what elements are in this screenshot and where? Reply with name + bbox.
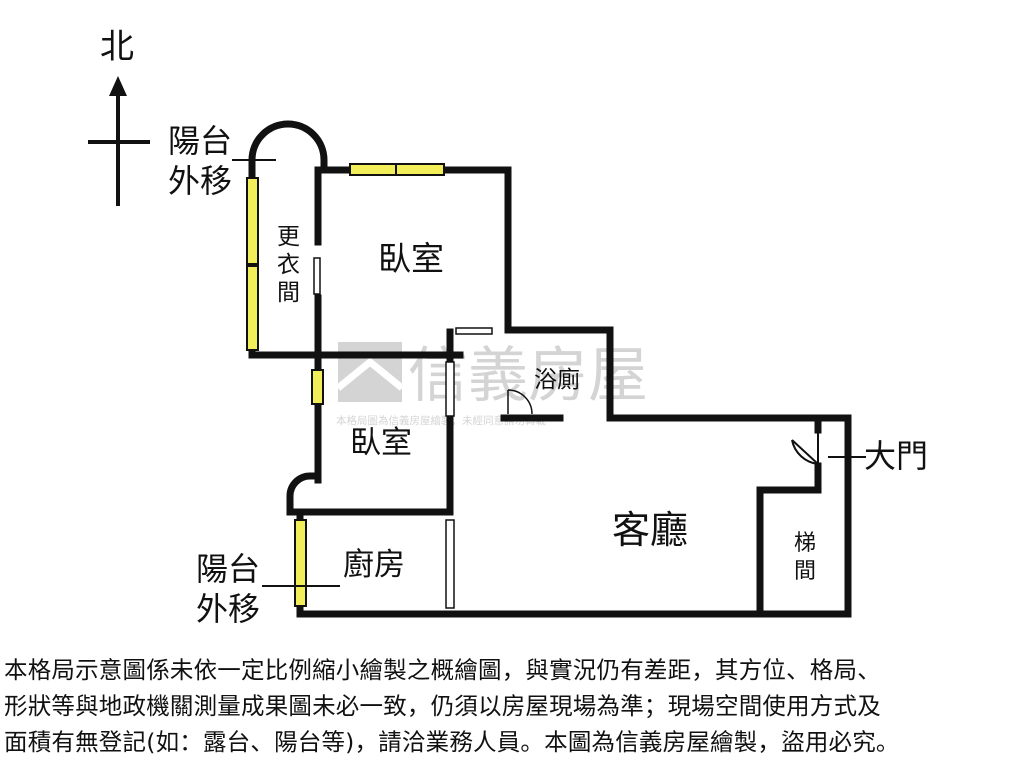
balcony-top-label-2: 外移 <box>168 162 232 200</box>
doors <box>313 257 819 609</box>
walls <box>248 120 852 618</box>
balcony-bottom-label-1: 陽台 <box>196 550 260 588</box>
main-door-label: 大門 <box>864 437 928 475</box>
bedroom-main-label: 臥室 <box>378 239 444 278</box>
outer-wall-main <box>296 166 852 618</box>
walk-in-closet-label-1: 更 <box>277 224 300 250</box>
compass: 北 <box>88 27 150 206</box>
floor-plan: 北 信義房屋 本格局圖為信義房屋繪製，未經同意請勿轉載 <box>88 27 928 628</box>
watermark-logo-icon <box>335 342 405 402</box>
bedroom-second-label: 臥室 <box>350 425 412 461</box>
bedroom2-sliding-door <box>445 361 455 417</box>
bathroom-label: 浴廁 <box>534 367 580 393</box>
kitchen-label: 廚房 <box>343 547 405 583</box>
disclaimer-line-1: 本格局示意圖係未依一定比例縮小繪製之概繪圖，與實況仍有差距，其方位、格局、 <box>4 656 881 684</box>
bedroom2-corner-wall <box>286 472 322 516</box>
living-room-label: 客廳 <box>612 508 688 552</box>
disclaimer: 本格局示意圖係未依一定比例縮小繪製之概繪圖，與實況仍有差距，其方位、格局、 形狀… <box>4 652 1020 760</box>
kitchen-sliding-door <box>445 519 455 609</box>
stairs-label-2: 間 <box>794 559 816 584</box>
window-balcony-top-b <box>246 265 259 351</box>
walk-in-closet-label-2: 衣 <box>277 252 300 278</box>
window-balcony-top-a <box>246 177 259 265</box>
stairs-label-1: 梯 <box>794 531 816 556</box>
watermark-sub: 本格局圖為信義房屋繪製，未經同意請勿轉載 <box>336 414 546 427</box>
bathroom-door-swing-icon <box>507 389 533 415</box>
disclaimer-line-3: 面積有無登記(如：露台、陽台等)，請洽業務人員。本圖為信義房屋繪製，盜用必究。 <box>4 728 900 756</box>
labels: 陽台 外移 陽台 外移 更 衣 間 臥室 臥室 浴廁 廚房 客廳 梯 間 大門 <box>168 122 928 628</box>
north-label: 北 <box>100 27 134 67</box>
bedroom-door-frame <box>455 327 493 335</box>
main-door-swing-icon <box>791 432 819 467</box>
window-kitchen <box>294 519 307 607</box>
balcony-bottom-label-2: 外移 <box>196 590 260 628</box>
window-bedroom2 <box>311 369 324 405</box>
closet-sliding-door <box>313 257 321 295</box>
balcony-top-label-1: 陽台 <box>168 122 232 160</box>
walk-in-closet-label-3: 間 <box>277 280 300 306</box>
balcony-top-wall <box>248 120 328 359</box>
windows <box>246 163 445 607</box>
north-arrow-icon <box>109 76 127 96</box>
callouts <box>232 159 866 587</box>
stair-room-wall <box>756 462 822 618</box>
disclaimer-line-2: 形狀等與地政機關測量成果圖未必一致，仍須以房屋現場為準；現場空間使用方式及 <box>4 692 881 720</box>
